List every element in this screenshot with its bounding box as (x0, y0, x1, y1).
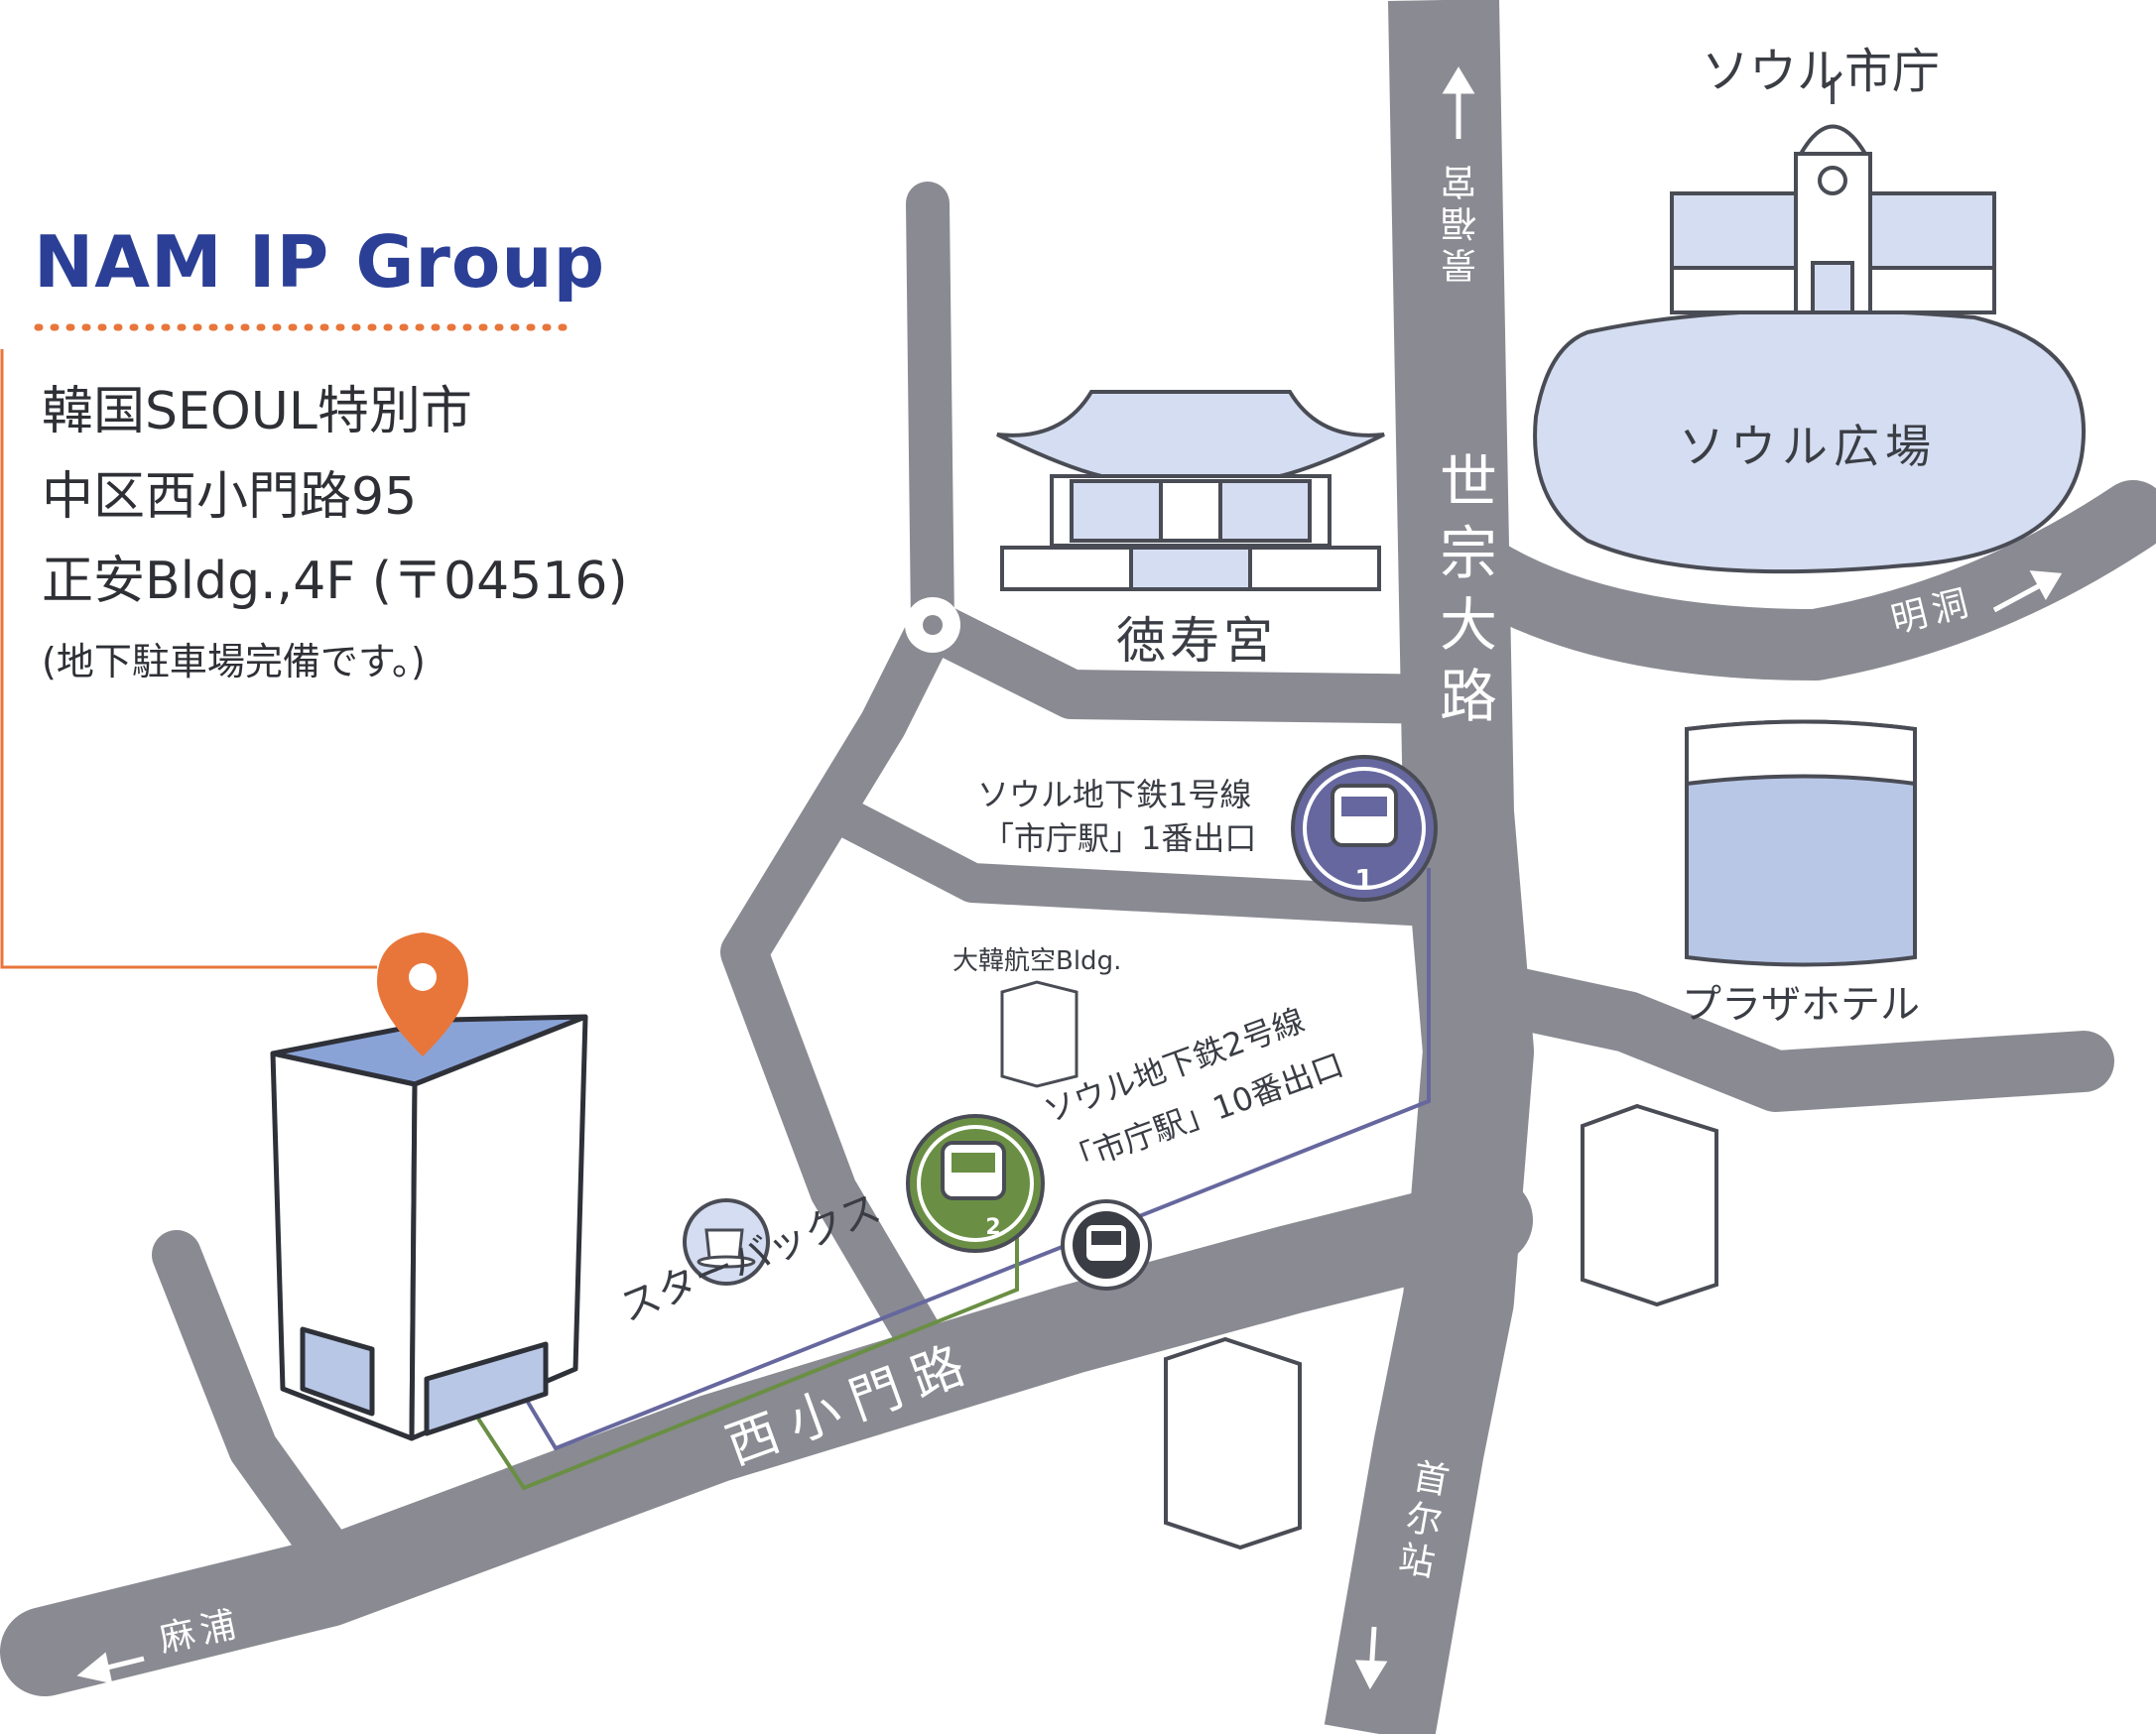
building-right-upper (1581, 1103, 1718, 1307)
city-hall-building (1670, 77, 1996, 314)
plaza-label: ソウル広場 (1679, 420, 1937, 473)
building-right-lower (1164, 1336, 1302, 1550)
sejong-road-label: 世宗大路 (1430, 451, 1497, 737)
arrow-icon (1992, 570, 2063, 613)
line1-badge: 1 (1354, 863, 1373, 896)
line1-name: ソウル地下鉄1号線 (977, 776, 1252, 813)
arrow-icon (76, 1652, 145, 1684)
road-plaza-hotel (1458, 961, 2114, 1112)
road-diagonal (720, 601, 956, 1383)
line1-exit: 「市庁駅」1番出口 (982, 819, 1257, 857)
korean-air-label: 大韓航空Bldg. (952, 946, 1122, 976)
road-north-vertical (906, 182, 954, 647)
city-hall-label: ソウル市庁 (1702, 44, 1941, 99)
korean-air-building (1000, 980, 1078, 1088)
train-icon (906, 1114, 1045, 1253)
address-line-1: 韓国SEOUL特別市 (42, 382, 472, 441)
train-icon (1291, 755, 1438, 902)
road-cross (819, 794, 1468, 928)
bus-icon (1061, 1199, 1152, 1291)
road-deoksugung (908, 600, 1473, 724)
line2-badge: 2 (985, 1215, 1000, 1240)
deoksugung-palace (996, 390, 1385, 591)
road-sejong-daero (1324, 0, 1534, 1734)
nam-office-building (270, 1014, 588, 1441)
to-gyeongbok-label: 景福宮 (1442, 159, 1482, 284)
coffee-cup-icon (683, 1198, 770, 1286)
company-logo: NAM IP Group (34, 220, 606, 304)
address-line-3: 正安Bldg.,4F (〒04516) (42, 552, 628, 611)
address-line-2: 中区西小門路95 (42, 467, 418, 527)
leader-line (0, 349, 377, 969)
plaza-hotel-label: プラザホテル (1682, 982, 1920, 1028)
road-seosomun-ro (0, 1176, 1533, 1696)
arrow-icon (1354, 1626, 1388, 1690)
parking-note: (地下駐車場完備です。) (42, 640, 426, 683)
map-pin-icon (377, 932, 468, 1056)
route-line-1 (524, 868, 1431, 1451)
deoksugung-label: 徳寿宮 (1116, 612, 1277, 670)
road-left-branch (152, 1230, 377, 1612)
arrow-icon (1442, 66, 1475, 139)
plaza-hotel-building (1685, 719, 1917, 967)
route-line-2 (476, 1215, 1019, 1491)
